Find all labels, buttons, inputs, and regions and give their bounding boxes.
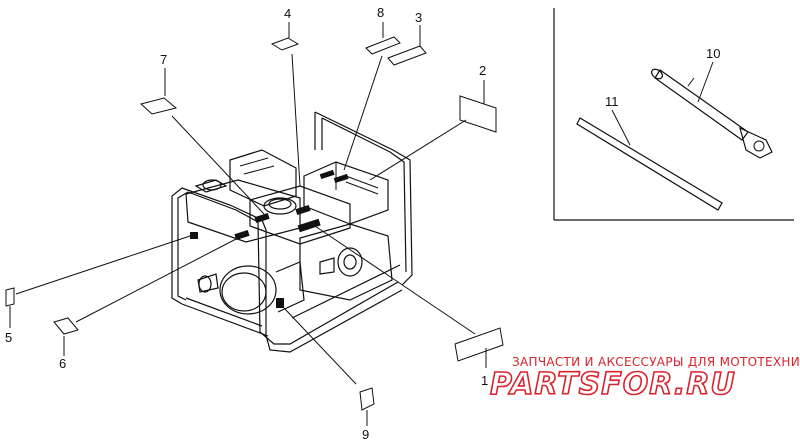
leader-2b: [369, 119, 467, 181]
leader-9b: [283, 307, 357, 385]
callout-5: 5: [5, 330, 12, 345]
part-11-rod: [576, 117, 723, 211]
callout-10: 10: [706, 46, 720, 61]
decal-1: [454, 327, 504, 362]
callout-7: 7: [160, 52, 167, 67]
callout-2: 2: [479, 63, 486, 78]
watermark-caption: ЗАПЧАСТИ И АКСЕССУАРЫ ДЛЯ МОТОТЕХНИКИ: [512, 355, 800, 369]
leader-8b: [343, 55, 383, 171]
leader-6b: [75, 237, 239, 323]
decal-2: [459, 95, 497, 133]
callout-4: 4: [284, 6, 291, 21]
decal-9: [359, 387, 375, 411]
decal-4: [270, 37, 300, 51]
watermark-brand: PARTSFOR.RU: [490, 367, 736, 402]
callout-3: 3: [415, 10, 422, 25]
decal-6: [53, 317, 79, 335]
decal-3: [387, 45, 427, 66]
leader-4b: [291, 53, 301, 187]
callout-9: 9: [362, 427, 369, 442]
water-pump: [171, 111, 413, 353]
tool-kit-frame: [553, 8, 794, 221]
callout-8: 8: [377, 5, 384, 20]
leader-11: [611, 109, 631, 146]
decal-8: [365, 36, 401, 55]
leader-7b: [171, 115, 265, 215]
callout-6: 6: [59, 356, 66, 371]
leader-5b: [15, 235, 191, 295]
callout-11: 11: [605, 94, 619, 109]
leader-10: [697, 61, 714, 103]
decal-5: [5, 287, 15, 307]
decal-7: [139, 97, 178, 115]
part-10-spanner: [650, 68, 773, 159]
leader-1b: [314, 225, 476, 335]
callout-1: 1: [481, 373, 488, 388]
